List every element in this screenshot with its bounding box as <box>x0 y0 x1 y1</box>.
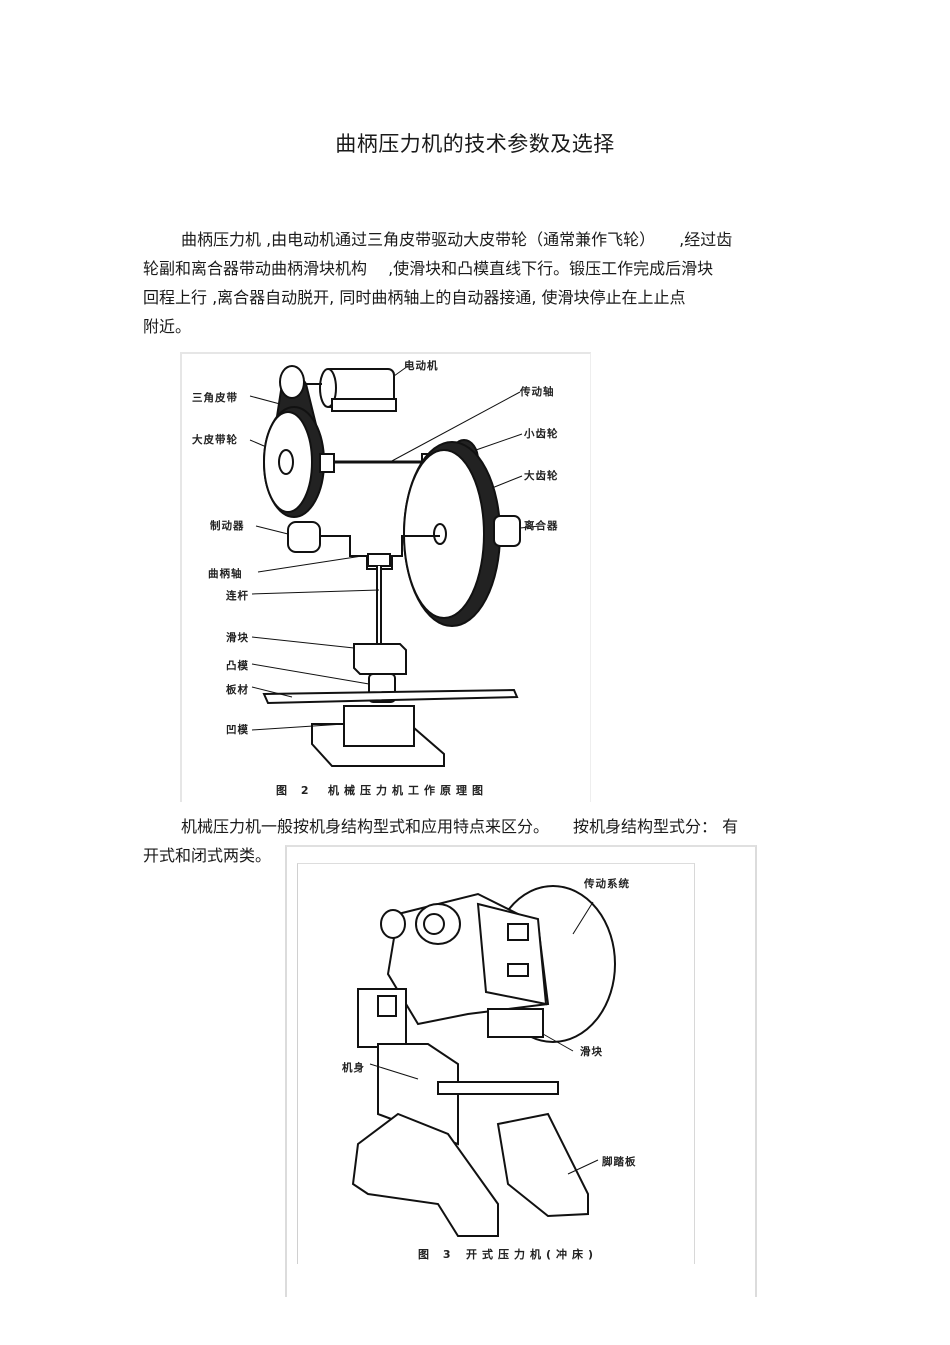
label-sheet: 板材 <box>226 684 249 696</box>
label-clutch: 离合器 <box>524 520 559 532</box>
label-die: 凹模 <box>226 724 249 736</box>
figure2-caption-number: 图 2 <box>276 784 314 797</box>
figure-open-press: 传动系统 滑块 机身 脚踏板 图 3 开式压力机(冲床) <box>285 845 757 1297</box>
paragraph-crank-press-intro: 曲柄压力机 ,由电动机通过三角皮带驱动大皮带轮（通常兼作飞轮） ,经过齿 轮副和… <box>143 225 805 341</box>
label-large-gear: 大齿轮 <box>524 470 559 482</box>
figure3-caption-number: 图 3 <box>418 1248 456 1261</box>
label-brake: 制动器 <box>210 520 245 532</box>
figure3-caption: 开式压力机(冲床) <box>466 1248 599 1261</box>
label-connecting-rod: 连杆 <box>226 590 249 602</box>
label-crankshaft: 曲柄轴 <box>208 568 243 580</box>
paragraph-line: 开式和闭式两类。 <box>143 846 272 865</box>
press-principle-diagram <box>249 365 541 767</box>
label-v-belt: 三角皮带 <box>192 392 238 404</box>
label-slider: 滑块 <box>226 632 249 644</box>
paragraph-line: 轮副和离合器带动曲柄滑块机构 ,使滑块和凸模直线下行。锻压工作完成后滑块 <box>143 259 714 278</box>
label-slider: 滑块 <box>580 1046 603 1058</box>
label-body: 机身 <box>342 1062 365 1074</box>
paragraph-line: 曲柄压力机 ,由电动机通过三角皮带驱动大皮带轮（通常兼作飞轮） ,经过齿 <box>181 230 733 249</box>
paragraph-line: 回程上行 ,离合器自动脱开, 同时曲柄轴上的自动器接通, 使滑块停止在上止点 <box>143 288 686 307</box>
label-large-pulley: 大皮带轮 <box>192 434 238 446</box>
label-drive-shaft: 传动轴 <box>520 386 555 398</box>
document-title: 曲柄压力机的技术参数及选择 <box>335 132 615 156</box>
label-small-gear: 小齿轮 <box>524 428 559 440</box>
figure2-caption: 机械压力机工作原理图 <box>328 784 488 797</box>
label-punch: 凸模 <box>226 660 249 672</box>
figure-open-press-frame: 传动系统 滑块 机身 脚踏板 图 3 开式压力机(冲床) <box>297 863 695 1264</box>
label-pedal: 脚踏板 <box>602 1156 637 1168</box>
figure-press-principle: 电动机 三角皮带 传动轴 大皮带轮 小齿轮 大齿轮 制动器 离合器 曲柄轴 连杆… <box>180 352 591 802</box>
paragraph-line: 附近。 <box>143 317 192 336</box>
label-motor: 电动机 <box>404 360 439 372</box>
open-press-illustration <box>351 885 616 1237</box>
paragraph-line: 机械压力机一般按机身结构型式和应用特点来区分。 按机身结构型式分： 有 <box>181 817 739 836</box>
label-transmission: 传动系统 <box>584 878 630 890</box>
paragraph-press-classification: 机械压力机一般按机身结构型式和应用特点来区分。 按机身结构型式分： 有 开式和闭… <box>143 812 805 870</box>
